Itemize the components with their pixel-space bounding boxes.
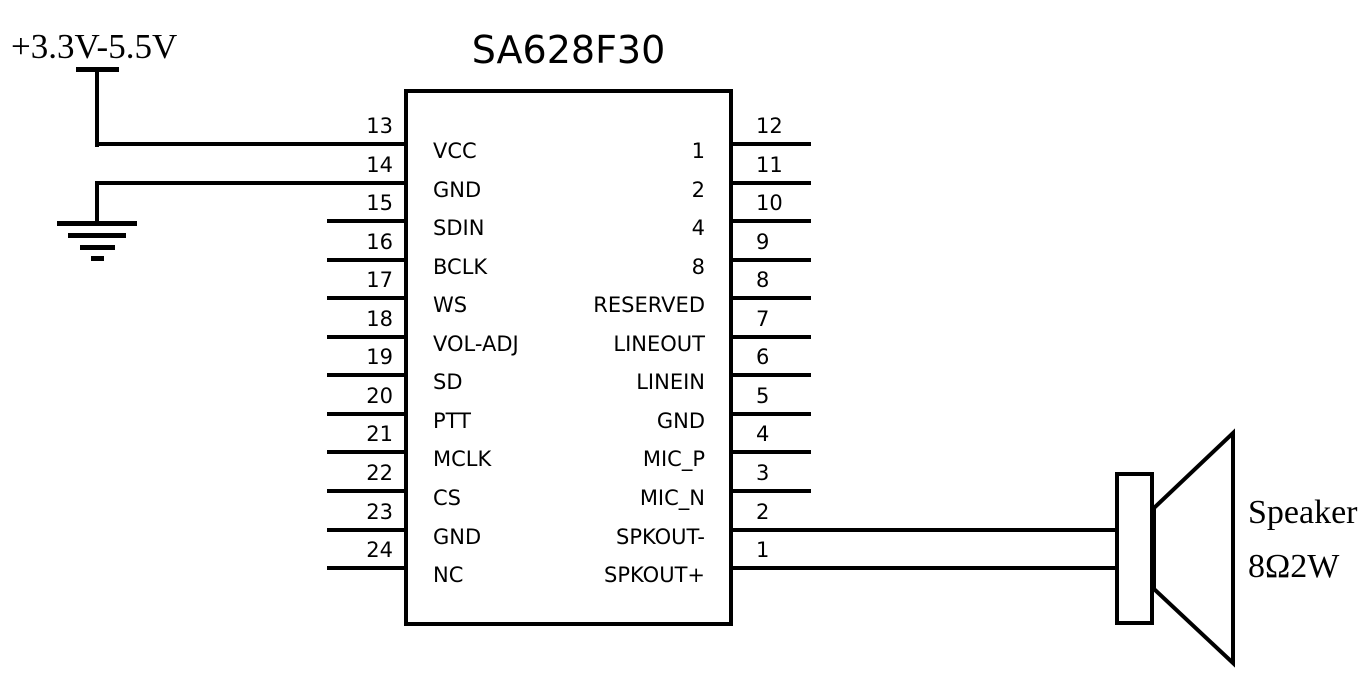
pin-label: SDIN bbox=[433, 216, 485, 240]
pin-number: 18 bbox=[366, 307, 393, 331]
pin-number: 19 bbox=[366, 345, 393, 369]
pin-label: GND bbox=[656, 409, 705, 433]
pin-label: WS bbox=[433, 293, 468, 317]
pin-number: 9 bbox=[756, 230, 770, 254]
pin-number: 12 bbox=[756, 114, 783, 138]
pin-wire-left-14 bbox=[95, 181, 408, 185]
pin-wire-right-6 bbox=[731, 373, 811, 377]
pin-number: 8 bbox=[756, 268, 770, 292]
pin-label: SD bbox=[433, 370, 463, 394]
pin-wire-left-21 bbox=[327, 450, 408, 454]
ground-bar-1 bbox=[57, 221, 137, 226]
pin-wire-right-5 bbox=[731, 412, 811, 416]
speaker-label: Speaker bbox=[1248, 494, 1358, 531]
pin-number: 21 bbox=[366, 422, 393, 446]
pin-number: 13 bbox=[366, 114, 393, 138]
power-wire-vertical bbox=[95, 69, 99, 147]
pin-number: 22 bbox=[366, 461, 393, 485]
speaker-rating: 8Ω2W bbox=[1248, 548, 1340, 585]
pin-label: VCC bbox=[433, 139, 477, 163]
pin-number: 4 bbox=[756, 422, 770, 446]
ground-bar-3 bbox=[80, 245, 115, 250]
pin-number: 15 bbox=[366, 191, 393, 215]
ground-bar-4 bbox=[91, 256, 104, 261]
pin-wire-left-17 bbox=[327, 296, 408, 300]
pin-label: LINEOUT bbox=[613, 332, 705, 356]
chip-body bbox=[404, 89, 733, 626]
pin-label: MIC_N bbox=[639, 486, 705, 510]
pin-number: 11 bbox=[756, 153, 783, 177]
pin-wire-left-13 bbox=[95, 142, 408, 146]
pin-label: CS bbox=[433, 486, 461, 510]
pin-label: 2 bbox=[691, 178, 705, 202]
pin-label: MIC_P bbox=[642, 447, 705, 471]
pin-label: SPKOUT+ bbox=[604, 563, 705, 587]
pin-wire-right-3 bbox=[731, 489, 811, 493]
pin-number: 5 bbox=[756, 384, 770, 408]
pin-wire-left-16 bbox=[327, 258, 408, 262]
chip-title: SA628F30 bbox=[471, 28, 666, 72]
pin-label: 1 bbox=[691, 139, 705, 163]
pin-label: MCLK bbox=[433, 447, 492, 471]
pin-wire-right-9 bbox=[731, 258, 811, 262]
pin-wire-right-11 bbox=[731, 181, 811, 185]
power-supply-label: +3.3V-5.5V bbox=[11, 27, 178, 66]
pin-wire-right-7 bbox=[731, 335, 811, 339]
pin-number: 7 bbox=[756, 307, 770, 331]
pin-wire-right-8 bbox=[731, 296, 811, 300]
pin-label: PTT bbox=[433, 409, 471, 433]
pin-number: 23 bbox=[366, 500, 393, 524]
pin-label: BCLK bbox=[433, 255, 488, 279]
pin-wire-left-20 bbox=[327, 412, 408, 416]
pin-wire-left-18 bbox=[327, 335, 408, 339]
pin-number: 6 bbox=[756, 345, 770, 369]
pin-label: SPKOUT- bbox=[616, 525, 705, 549]
pin-label: VOL-ADJ bbox=[433, 332, 519, 356]
pin-number: 2 bbox=[756, 500, 770, 524]
ground-bar-2 bbox=[68, 233, 126, 238]
pin-wire-left-24 bbox=[327, 566, 408, 570]
pin-wire-right-2 bbox=[731, 528, 1115, 532]
pin-label: GND bbox=[433, 178, 482, 202]
pin-wire-left-23 bbox=[327, 528, 408, 532]
pin-label: NC bbox=[433, 563, 464, 587]
ground-wire-vertical bbox=[95, 185, 99, 223]
pin-number: 20 bbox=[366, 384, 393, 408]
pin-label: LINEIN bbox=[636, 370, 705, 394]
pin-wire-right-12 bbox=[731, 142, 811, 146]
pin-number: 24 bbox=[366, 538, 393, 562]
pin-wire-right-1 bbox=[731, 566, 1115, 570]
pin-number: 14 bbox=[366, 153, 393, 177]
pin-wire-right-4 bbox=[731, 450, 811, 454]
pin-number: 17 bbox=[366, 268, 393, 292]
pin-number: 1 bbox=[756, 538, 770, 562]
pin-label: 4 bbox=[691, 216, 705, 240]
speaker-cone-icon bbox=[1152, 428, 1235, 668]
pin-number: 10 bbox=[756, 191, 783, 215]
pin-label: RESERVED bbox=[593, 293, 705, 317]
pin-wire-left-19 bbox=[327, 373, 408, 377]
pin-label: 8 bbox=[691, 255, 705, 279]
pin-wire-right-10 bbox=[731, 219, 811, 223]
pin-wire-left-15 bbox=[327, 219, 408, 223]
pin-label: GND bbox=[433, 525, 482, 549]
pin-number: 16 bbox=[366, 230, 393, 254]
pin-number: 3 bbox=[756, 461, 770, 485]
pin-wire-left-22 bbox=[327, 489, 408, 493]
